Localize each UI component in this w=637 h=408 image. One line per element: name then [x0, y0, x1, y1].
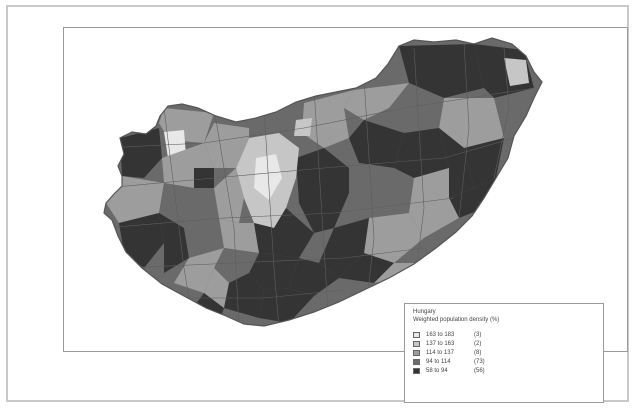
region: [339, 253, 394, 283]
legend-range: 163 to 183: [426, 331, 455, 338]
region: [364, 213, 424, 263]
region-boundaries: [104, 42, 535, 326]
region: [159, 213, 189, 273]
legend-entry: 137 to 163 (2): [413, 339, 595, 348]
legend-swatch: [413, 358, 420, 365]
legend-count: (8): [474, 349, 482, 356]
region: [344, 83, 409, 120]
region: [399, 44, 484, 98]
legend-swatch: [413, 340, 420, 347]
region: [409, 168, 459, 238]
map-frame: Hungary Weighted population density (%) …: [63, 27, 628, 403]
legend-range: 94 to 114: [426, 358, 451, 365]
region: [159, 183, 219, 228]
legend-count: (73): [474, 358, 485, 365]
region: [119, 213, 164, 268]
legend-swatch: [413, 349, 420, 356]
legend-range: 58 to 94: [426, 367, 448, 374]
legend-swatch: [413, 331, 420, 338]
region: [294, 118, 312, 136]
region: [219, 218, 259, 253]
legend-subtitle: Weighted population density (%): [413, 317, 500, 323]
region: [214, 248, 259, 283]
region: [349, 120, 404, 168]
region: [194, 168, 214, 193]
region: [204, 123, 249, 168]
region: [449, 178, 496, 218]
region: [439, 98, 504, 148]
region: [184, 218, 224, 258]
region: [254, 208, 314, 258]
legend-range: 114 to 137: [426, 349, 454, 356]
legend-count: (56): [474, 367, 485, 374]
region: [419, 218, 459, 263]
figure-frame: Hungary Weighted population density (%) …: [6, 5, 629, 403]
legend-entry: 114 to 137 (8): [413, 348, 595, 357]
legend-entry: 94 to 114 (73): [413, 357, 595, 366]
region: [254, 154, 282, 200]
region: [224, 273, 264, 318]
legend-items: 163 to 183(3)137 to 163(2)114 to 137(8)9…: [413, 330, 595, 375]
legend-count: (2): [474, 340, 482, 347]
hungary-choropleth-map: [103, 37, 543, 327]
region: [394, 128, 449, 178]
legend-range: 137 to 163: [426, 340, 455, 347]
region: [389, 83, 444, 133]
region: [120, 128, 162, 178]
region: [259, 288, 314, 323]
legend-entry: 163 to 183 (3): [413, 330, 595, 339]
legend-title: Hungary: [413, 309, 436, 315]
region: [464, 138, 504, 188]
legend-swatch: [413, 367, 420, 374]
legend-count: (3): [474, 331, 482, 338]
region: [504, 58, 529, 86]
map-legend: Hungary Weighted population density (%) …: [404, 303, 604, 403]
region: [319, 218, 369, 278]
region: [439, 128, 474, 198]
legend-entry: 58 to 94 (56): [413, 366, 595, 375]
region: [349, 163, 414, 218]
region: [214, 168, 244, 223]
